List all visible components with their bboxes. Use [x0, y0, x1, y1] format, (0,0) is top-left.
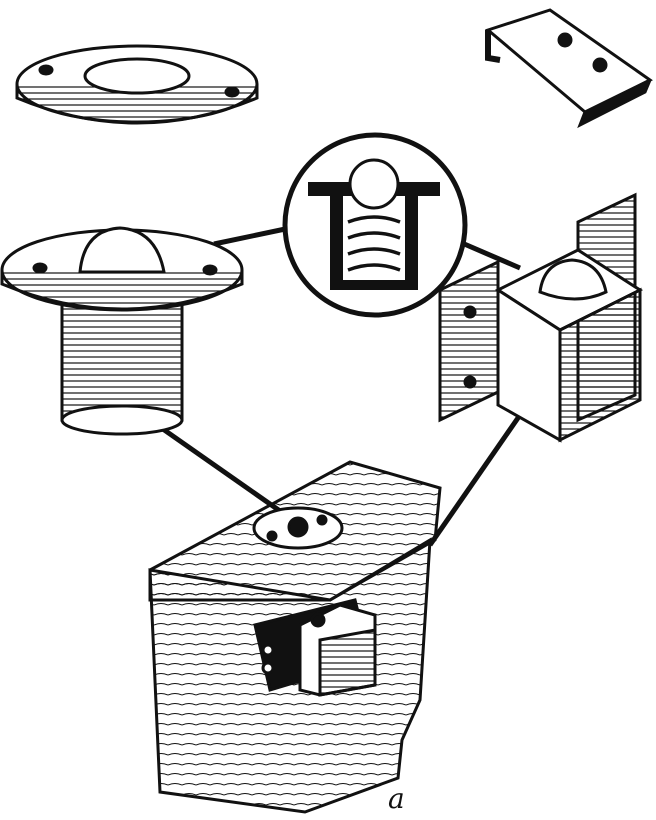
ball-catch-body — [0, 226, 244, 436]
figure-caption: а — [388, 782, 405, 815]
angle-bracket — [484, 8, 653, 129]
striker-block — [438, 192, 644, 443]
wooden-block — [148, 460, 442, 814]
connector-lines — [148, 225, 523, 547]
washer-plate — [15, 44, 259, 125]
magnified-section — [282, 132, 468, 318]
